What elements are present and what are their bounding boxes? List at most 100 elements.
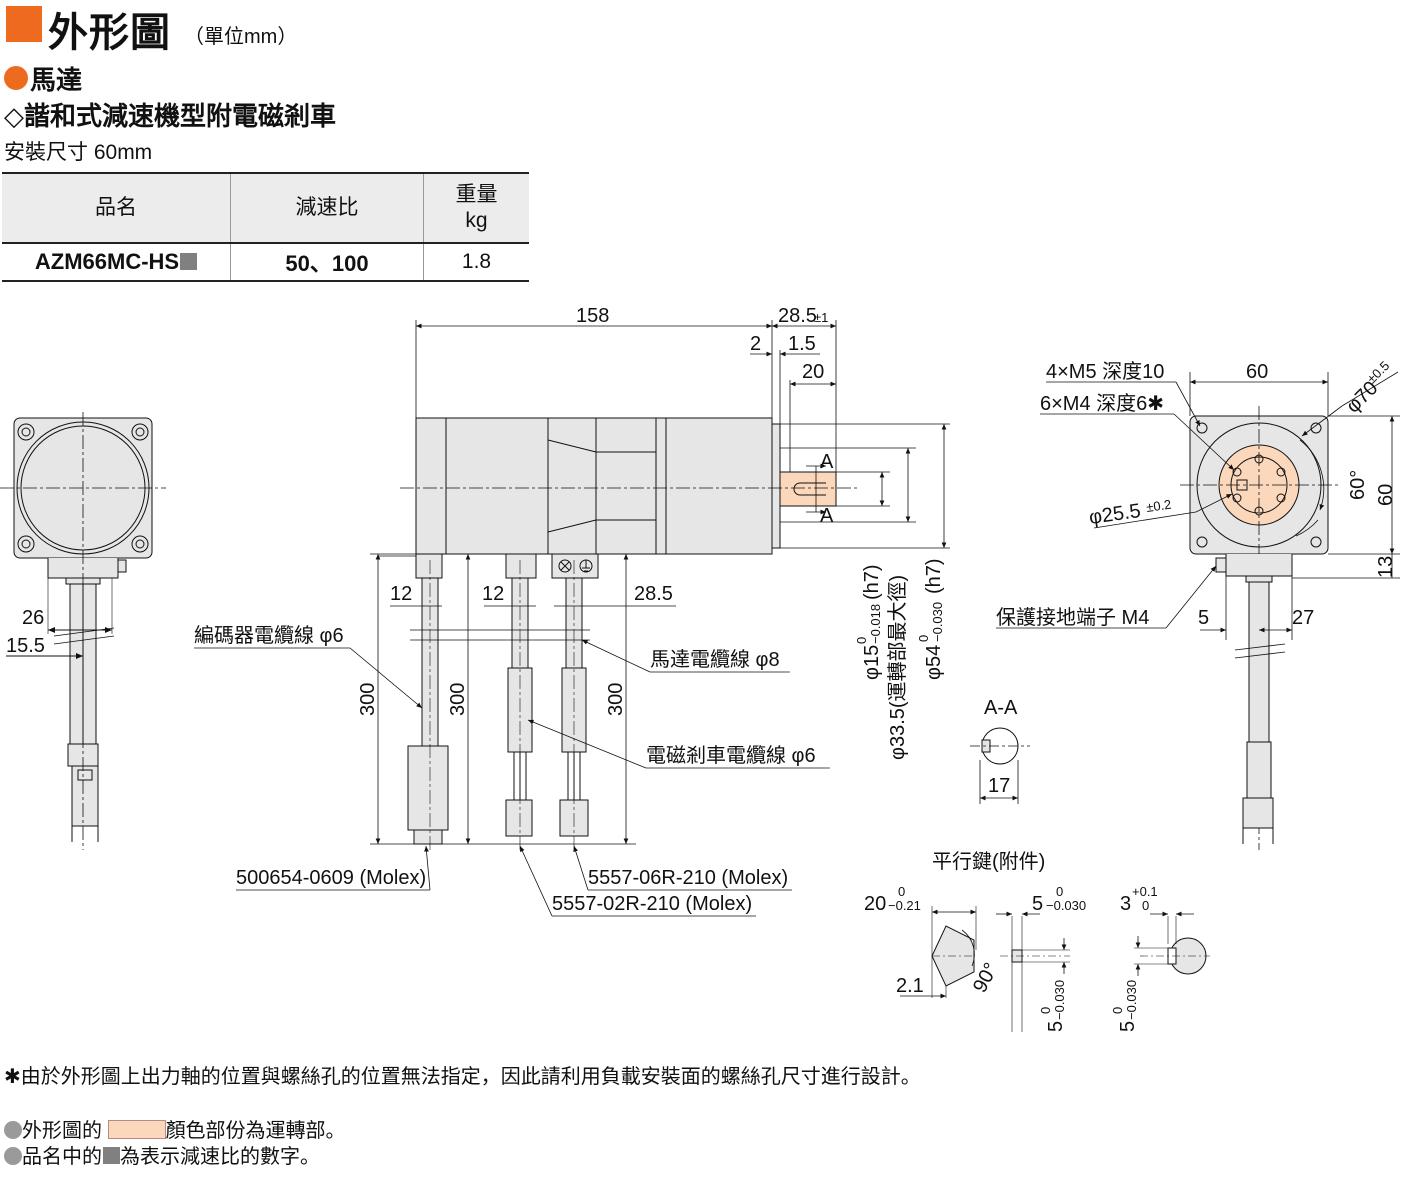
key-len-tol-top: 0 [898,884,905,899]
dim-300b: 300 [447,683,469,716]
key-w-tol-bot: −0.030 [1046,898,1086,913]
product-name: AZM66MC-HS [34,249,180,274]
th-weight: 重量 kg [423,173,529,244]
th-name: 品名 [2,173,231,244]
note-3a: 品名中的 [22,1146,102,1168]
key-v2: 5 [1117,1021,1139,1032]
dim-20: 20 [802,361,824,383]
key-len: 20 [864,893,886,915]
key-v1-tol-bot: −0.030 [1052,980,1067,1020]
unit-label: （單位mm） [184,26,298,48]
dim-158: 158 [576,305,609,327]
main-motor-view [400,417,860,852]
dim-12a: 12 [390,583,412,605]
side-view-left [0,412,166,850]
motor-cable-label: 馬達電纜線 φ8 [650,648,780,671]
th-ratio: 減速比 [230,173,424,244]
holes-m5: 4×M5 深度10 [1046,360,1164,383]
note-3b: 為表示減速比的數字。 [120,1146,320,1168]
key-chamfer: 2.1 [896,975,924,997]
spec-table: 品名 減速比 重量 kg AZM66MC-HS 50、100 1.8 [2,172,529,282]
ratio-placeholder-icon [103,1147,120,1164]
dim-13: 13 [1375,556,1397,578]
connector1-label: 500654-0609 (Molex) [236,867,426,889]
dim-2: 2 [750,333,761,355]
section-aa [970,727,1030,804]
key-v2-tol-bot: −0.030 [1124,980,1139,1020]
shaft-dia-tol-top: 0 [854,637,869,644]
pilot-fit: (h7) [923,558,945,594]
pcd255: φ25.5 [1088,500,1142,529]
dim-27: 27 [1292,607,1314,629]
parallel-key [900,906,1210,1032]
connector3-label: 5557-02R-210 (Molex) [552,893,752,915]
dim-285b: 28.5 [634,583,673,605]
shaft-dia: φ15 [861,645,883,680]
note-3: 品名中的為表示減速比的數字。 [4,1140,320,1169]
brake-cable-label: 電磁剎車電纜線 φ6 [646,744,816,767]
section-aa-label: A-A [984,697,1018,719]
key-w: 5 [1032,893,1043,915]
dim-300c: 300 [605,683,627,716]
pilot-tol-bot: −0.030 [930,602,945,642]
note-2a: 外形圖的 [22,1120,102,1142]
key-v1-tol-top: 0 [1038,1007,1053,1014]
note-1: ✱由於外形圖上出力軸的位置與螺絲孔的位置無法指定，因此請利用負載安裝面的螺絲孔尺… [4,1066,921,1088]
cell-name: AZM66MC-HS [2,243,231,281]
key-h: 3 [1120,893,1131,915]
cell-weight: 1.8 [423,243,529,281]
key-v1: 5 [1045,1021,1067,1032]
dimension-texts: 158 28.5 ±1 2 1.5 20 A A 26 15.5 12 12 2… [6,305,1397,1032]
dim-26: 26 [22,607,44,629]
note-2b: 顏色部份為運轉部。 [165,1120,346,1142]
page-title: 外形圖 [48,11,171,55]
encoder-cable-label: 編碼器電纜線 φ6 [194,624,344,647]
shaft-dia-tol-bot: −0.018 [868,604,883,644]
title-marker-icon [6,6,42,42]
bullet-icon [4,1121,22,1139]
dim-5: 5 [1198,607,1209,629]
pilot-tol-top: 0 [916,635,931,642]
table-row: AZM66MC-HS 50、100 1.8 [2,243,529,281]
dim-285-tol: ±1 [814,310,828,325]
section-a-top: A [820,451,834,473]
cell-ratio: 50、100 [230,243,424,281]
ground-terminal: 保護接地端子 M4 [996,606,1149,629]
dim-12b: 12 [482,583,504,605]
motor-dot-icon [4,66,28,90]
front-dimension-lines [996,371,1400,640]
dim-15: 1.5 [788,333,816,355]
pcd255-tol: ±0.2 [1145,497,1172,515]
key-v2-tol-top: 0 [1110,1007,1125,1014]
pilot-dia: φ54 [923,645,945,680]
connector2-label: 5557-06R-210 (Molex) [588,867,788,889]
angle-60: 60° [1347,470,1369,500]
front-60: 60 [1246,361,1268,383]
dim-17: 17 [988,775,1010,797]
key-title: 平行鍵(附件) [932,850,1045,873]
th-weight-2: kg [465,209,488,232]
holes-m4: 6×M4 深度6✱ [1040,392,1164,415]
note-2: 外形圖的 顏色部份為運轉部。 [4,1114,346,1143]
front-view [1180,406,1340,850]
shaft-dia-fit: (h7) [861,564,883,600]
dim-300a: 300 [357,683,379,716]
section-a-bottom: A [820,505,834,527]
leader-lines [194,639,830,917]
dim-155: 15.5 [6,635,45,657]
ratio-placeholder-icon [180,253,198,270]
key-w-tol-top: 0 [1056,884,1063,899]
key-h-tol-bot: 0 [1142,898,1149,913]
gear-heading: ◇諧和式減速機型附電磁剎車 [4,101,336,131]
motor-heading: 馬達 [30,65,83,95]
rot-dia: φ33.5(運轉部最大徑) [886,575,909,760]
key-h-tol-top: +0.1 [1132,884,1158,899]
rotating-color-swatch [107,1120,166,1139]
dim-285: 28.5 [778,305,817,327]
front-60v: 60 [1375,484,1397,506]
key-len-tol-bot: −0.21 [888,898,921,913]
bullet-icon [4,1147,22,1165]
th-weight-1: 重量 [455,183,498,206]
main-dimension-lines [370,320,950,845]
